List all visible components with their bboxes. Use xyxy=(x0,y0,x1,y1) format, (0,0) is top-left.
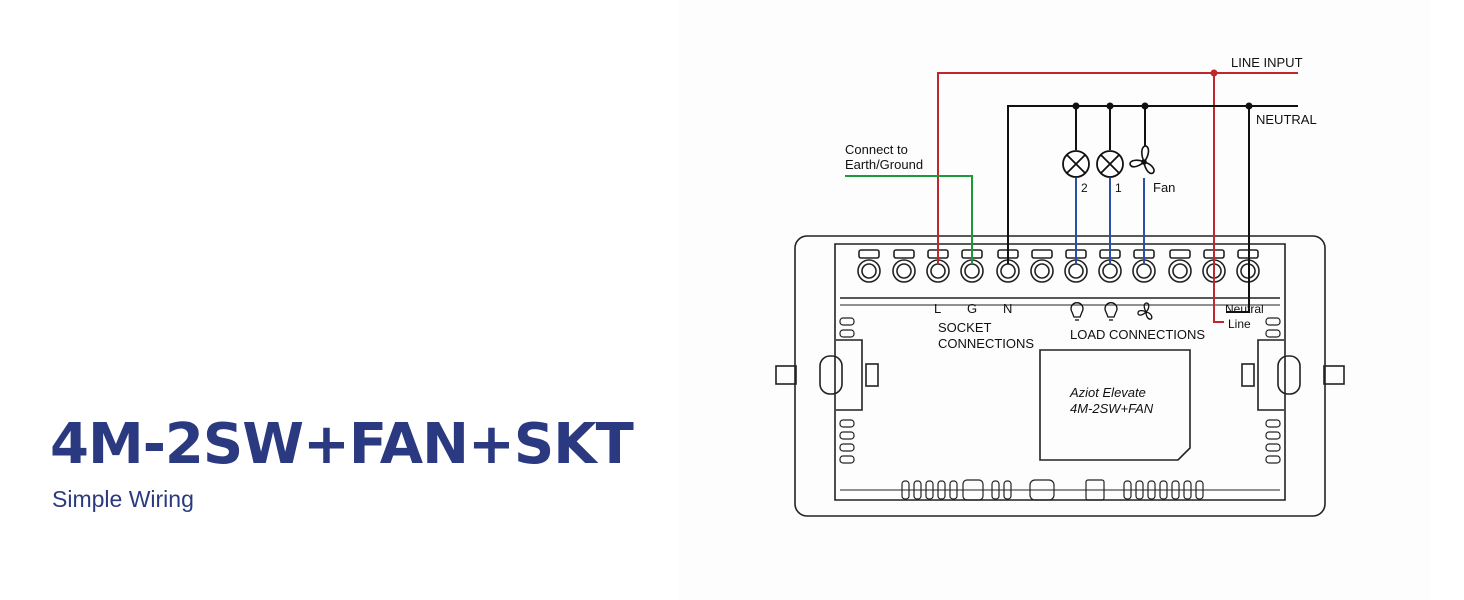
junction-dot xyxy=(1106,102,1114,110)
lamp-1-icon xyxy=(1096,150,1124,178)
terminal-10 xyxy=(1168,249,1192,283)
neutral-terminal-label: Neutral xyxy=(1225,302,1264,316)
terminal-block xyxy=(857,249,1260,283)
terminal-N-label: N xyxy=(1003,301,1012,316)
line-input-wire xyxy=(937,72,1298,264)
junction-dot xyxy=(1245,102,1253,110)
bulb-icon xyxy=(1104,302,1118,321)
fan-icon xyxy=(1129,145,1155,175)
junction-dot xyxy=(1210,69,1218,77)
terminal-G-label: G xyxy=(967,301,977,316)
terminal-1 xyxy=(857,249,881,283)
socket-label-line2: CONNECTIONS xyxy=(938,336,1034,351)
bulb-icon xyxy=(1070,302,1084,321)
terminal-N xyxy=(996,249,1020,283)
terminal-L-label: L xyxy=(934,301,941,316)
product-name-line1: Aziot Elevate xyxy=(1069,385,1146,400)
socket-label-line1: SOCKET xyxy=(938,320,992,335)
load-connections-label: LOAD CONNECTIONS xyxy=(1070,327,1205,342)
junction-dot xyxy=(1072,102,1080,110)
fan-small-icon xyxy=(1137,302,1153,320)
load-1-label: 1 xyxy=(1115,181,1122,195)
lamp-2-icon xyxy=(1062,150,1090,178)
junction-dot xyxy=(1141,102,1149,110)
line-input-label: LINE INPUT xyxy=(1231,55,1303,70)
terminal-6 xyxy=(1030,249,1054,283)
left-panel: 4M-2SW+FAN+SKT Simple Wiring xyxy=(0,0,678,600)
earth-wire xyxy=(845,175,973,264)
earth-label-line2: Earth/Ground xyxy=(845,157,923,172)
terminal-2 xyxy=(892,249,916,283)
neutral-label: NEUTRAL xyxy=(1256,112,1317,127)
line-terminal-label: Line xyxy=(1228,317,1251,331)
neutral-wire xyxy=(1007,105,1298,264)
neutral-drop-wire xyxy=(1226,106,1250,313)
page-title: 4M-2SW+FAN+SKT xyxy=(50,412,634,477)
earth-label-line1: Connect to xyxy=(845,142,908,157)
load-2-label: 2 xyxy=(1081,181,1088,195)
page-subtitle: Simple Wiring xyxy=(52,486,194,512)
fan-label: Fan xyxy=(1153,180,1175,195)
line-feed-wire xyxy=(1213,73,1224,323)
product-name-line2: 4M-2SW+FAN xyxy=(1070,401,1154,416)
device-housing xyxy=(775,235,1345,517)
